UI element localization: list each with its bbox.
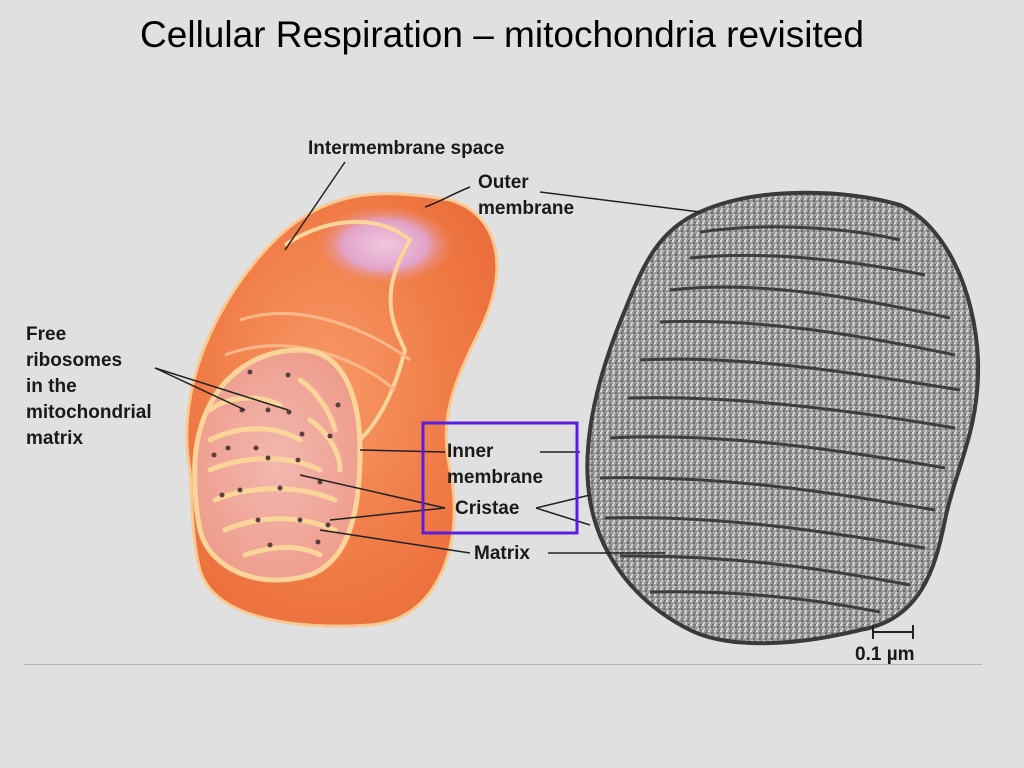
micrograph-cristae	[599, 225, 961, 614]
intermembrane-glow	[315, 205, 455, 285]
leader-lines	[154, 161, 701, 554]
free-ribosomes-label-line1: Free	[26, 324, 67, 345]
micrograph-body	[585, 190, 981, 646]
scale-bar-label: 0.1 µm	[855, 644, 915, 665]
outer-membrane-label-line2: membrane	[478, 198, 575, 219]
cristae-folds	[207, 377, 343, 558]
inner-membrane-label-line1: Inner	[447, 441, 494, 462]
slide-divider	[24, 664, 982, 665]
free-ribosomes-label-line4: mitochondrial	[26, 402, 152, 423]
free-ribosomes-label: Free ribosomes in the mitochondrial matr…	[26, 322, 152, 452]
electron-micrograph	[585, 190, 981, 646]
outer-membrane-label: Outer membrane	[478, 170, 574, 222]
intermembrane-space-label: Intermembrane space	[308, 138, 505, 159]
mitochondrion-illustration	[185, 192, 499, 628]
free-ribosomes-label-line2: ribosomes	[26, 350, 123, 371]
highlight-box	[421, 421, 579, 535]
matrix-label: Matrix	[474, 543, 530, 564]
inner-membrane-fold	[239, 312, 411, 362]
free-ribosomes-label-line3: in the	[26, 376, 77, 397]
slide-title: Cellular Respiration – mitochondria revi…	[140, 14, 864, 55]
inner-membrane-label: Inner membrane	[447, 439, 543, 491]
outer-membrane-label-line1: Outer	[478, 172, 529, 193]
inner-membrane-label-line2: membrane	[447, 467, 544, 488]
ribosome-dots	[211, 369, 341, 548]
cristae-label: Cristae	[455, 498, 520, 519]
free-ribosomes-label-line5: matrix	[26, 428, 84, 449]
scale-bar	[872, 625, 914, 639]
inner-membrane-band	[283, 219, 413, 442]
